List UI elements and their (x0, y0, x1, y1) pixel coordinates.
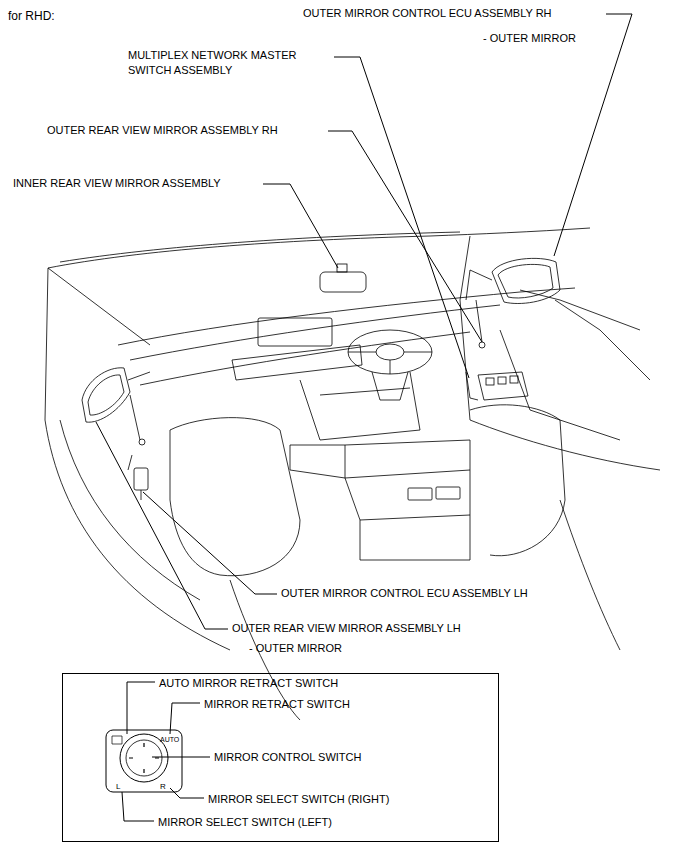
part-name: OUTER MIRROR CONTROL ECU ASSEMBLY LH (281, 586, 528, 601)
switch-name: MIRROR CONTROL SWITCH (214, 750, 361, 765)
part-name: MULTIPLEX NETWORK MASTER SWITCH ASSEMBLY (128, 48, 318, 78)
switch-name: MIRROR SELECT SWITCH (LEFT) (158, 815, 332, 830)
part-name: OUTER REAR VIEW MIRROR ASSEMBLY RH (47, 123, 278, 138)
part-name: OUTER MIRROR CONTROL ECU ASSEMBLY RH (303, 6, 552, 21)
sub-part-name: - OUTER MIRROR (249, 641, 342, 656)
l-icon: L (116, 782, 121, 791)
r-icon: R (160, 782, 166, 791)
sub-part-name: - OUTER MIRROR (483, 31, 576, 46)
switch-name: MIRROR RETRACT SWITCH (204, 697, 350, 712)
switch-name: MIRROR SELECT SWITCH (RIGHT) (208, 792, 389, 807)
detail-inset-frame: AUTO MIRROR RETRACT SWITCH MIRROR RETRACT… (62, 673, 499, 842)
auto-icon: AUTO (160, 736, 180, 743)
heading-note: for RHD: (8, 9, 55, 24)
part-name: OUTER REAR VIEW MIRROR ASSEMBLY LH (232, 621, 461, 636)
part-name: INNER REAR VIEW MIRROR ASSEMBLY (13, 176, 221, 191)
switch-name: AUTO MIRROR RETRACT SWITCH (159, 676, 338, 691)
